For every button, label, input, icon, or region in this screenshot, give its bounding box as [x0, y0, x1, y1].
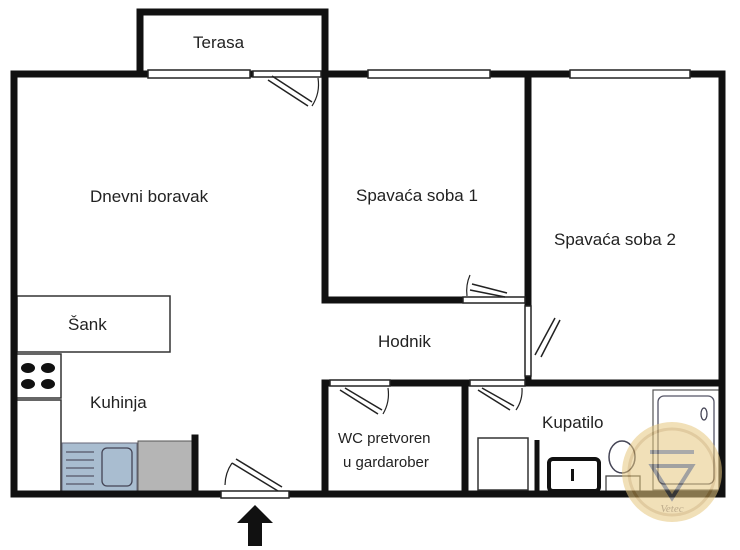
- windows: [147, 69, 691, 79]
- walls: [10, 8, 726, 498]
- room-label-hodnik: Hodnik: [378, 332, 431, 351]
- kitchen-cabinet: [15, 399, 62, 493]
- washing-machine: [477, 437, 529, 491]
- room-label-wc-line1: WC pretvoren: [338, 430, 431, 447]
- room-label-dnevni-boravak: Dnevni boravak: [90, 187, 209, 206]
- bar-counter: [16, 295, 171, 353]
- doors: [220, 70, 561, 499]
- kitchen-counter: [137, 440, 193, 494]
- stove-burners-icon: [21, 363, 55, 389]
- kitchen-fixtures: [15, 295, 193, 494]
- room-label-wc-line2: u gardarober: [343, 454, 429, 471]
- room-label-kupatilo: Kupatilo: [542, 413, 603, 432]
- stove: [15, 353, 62, 399]
- watermark-text: Vetec: [660, 503, 683, 515]
- watermark-logo: Vetec: [622, 422, 722, 522]
- room-label-sank: Šank: [68, 315, 107, 334]
- sink-basin: [101, 447, 133, 487]
- entrance-arrow-icon: [237, 505, 273, 546]
- room-label-kuhinja: Kuhinja: [90, 393, 147, 412]
- entrance-door: [220, 490, 290, 499]
- drainboard-icon: [66, 451, 94, 485]
- room-label-spavaca-soba-2: Spavaća soba 2: [554, 230, 676, 249]
- room-label-spavaca-soba-1: Spavaća soba 1: [356, 186, 478, 205]
- room-label-terasa: Terasa: [193, 33, 245, 52]
